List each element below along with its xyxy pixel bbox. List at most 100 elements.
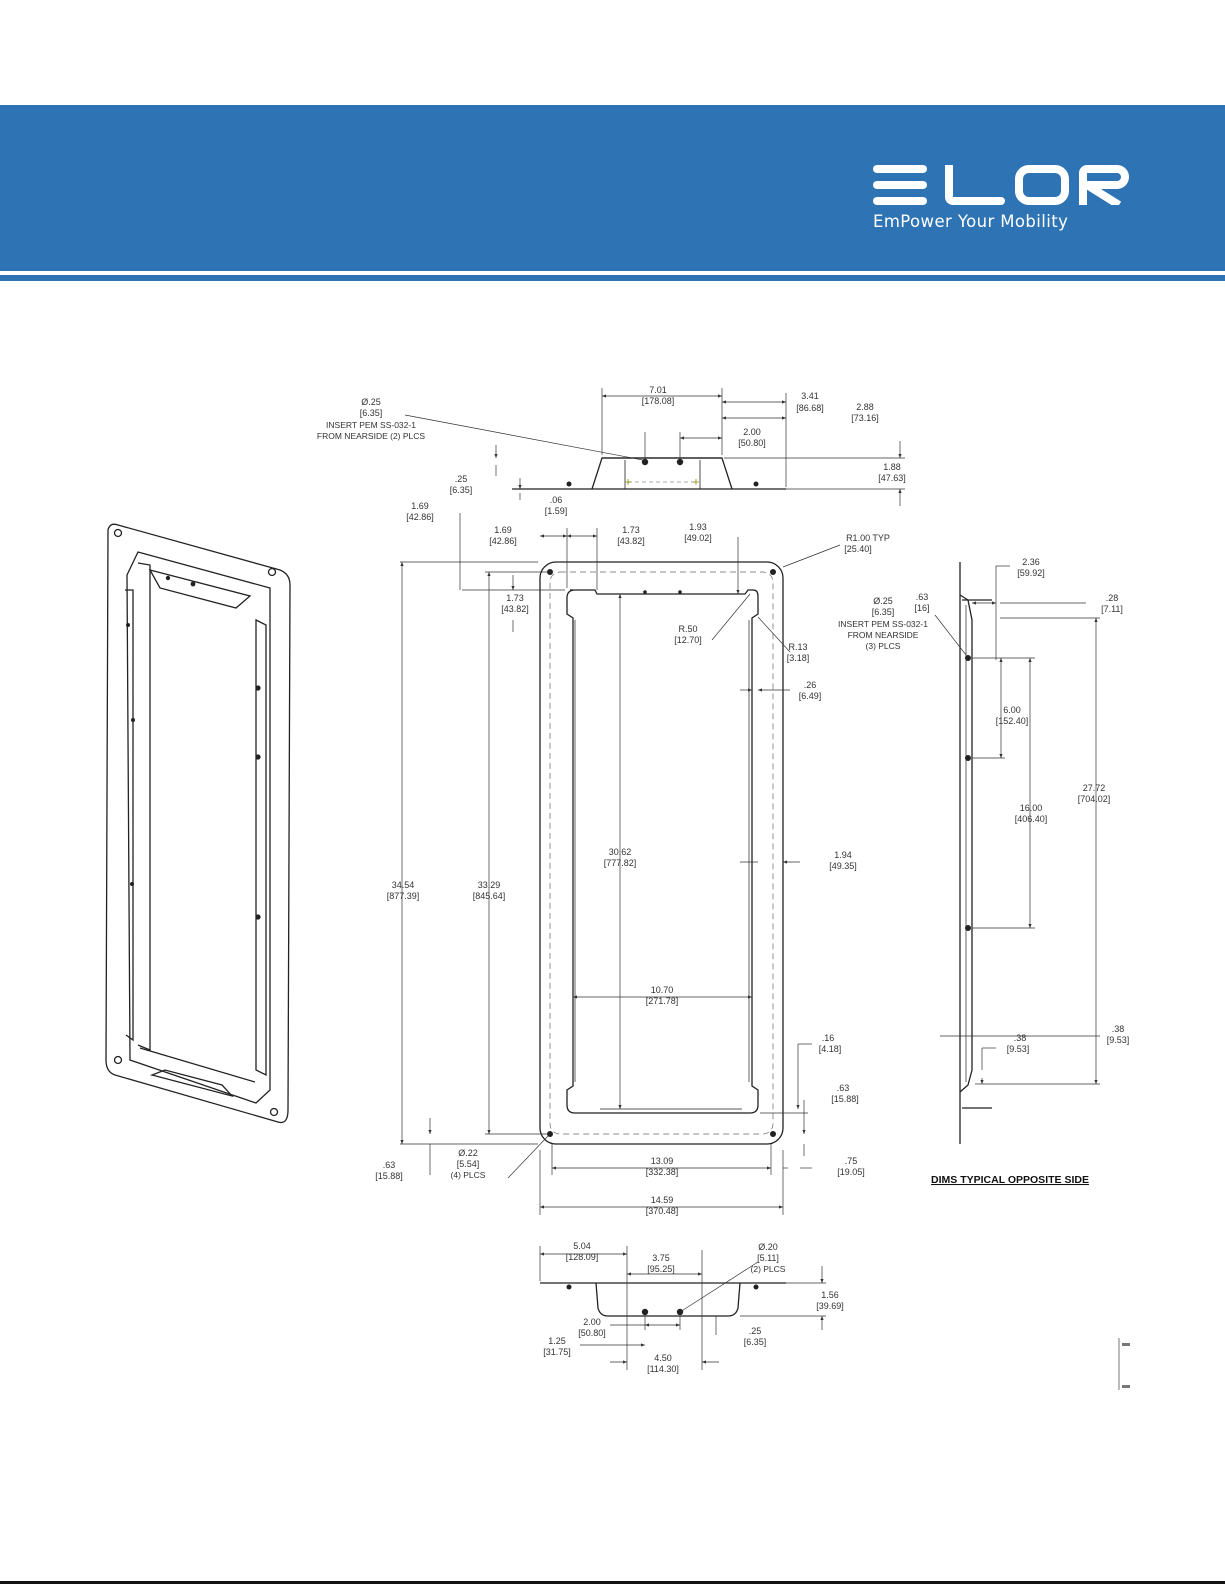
note-front-hole: (4) PLCS [451,1170,486,1180]
brand-tagline: EmPower Your Mobility [873,212,1069,231]
dim-front-r13: R.13 [788,642,807,652]
dim-top-006-mm: [1.59] [545,506,568,516]
dim-front-173b: 1.73 [506,593,524,603]
dim-front-r50: R.50 [678,624,697,634]
elora-logo-icon [873,165,1129,205]
dim-side-063: .63 [916,592,929,602]
dim-side-038b-mm: [9.53] [1107,1035,1130,1045]
dim-side-2772: 27.72 [1083,783,1106,793]
dim-front-173b-mm: [43.82] [501,604,529,614]
dim-bottom-156: 1.56 [821,1290,839,1300]
note-side-insert: INSERT PEM SS-032-1 [838,619,928,629]
dim-top-006: .06 [550,495,563,505]
dim-front-169b: 1.69 [494,525,512,535]
dim-front-063l-mm: [15.88] [375,1171,403,1181]
dim-top-025: .25 [455,474,468,484]
dim-front-169b-mm: [42.86] [489,536,517,546]
dim-top-hole: Ø.25 [361,397,381,407]
dim-bottom-hole: Ø.20 [758,1242,778,1252]
dim-front-1309-mm: [332.38] [646,1167,679,1177]
dim-front-063r-mm: [15.88] [831,1094,859,1104]
header-stripe [0,275,1225,281]
dim-bottom-504-mm: [128.09] [566,1252,599,1262]
dim-front-3454-mm: [877.39] [387,891,420,901]
dim-bottom-025-mm: [6.35] [744,1337,767,1347]
dim-bottom-125-mm: [31.75] [543,1347,571,1357]
dim-top-200: 2.00 [743,427,761,437]
dim-front-1070-mm: [271.78] [646,996,679,1006]
dim-top-701-mm: [178.08] [642,396,675,406]
dim-side-236-mm: [59.92] [1017,568,1045,578]
dim-bottom-156-mm: [39.69] [816,1301,844,1311]
dim-side-236: 2.36 [1022,557,1040,567]
dim-front-173a: 1.73 [622,525,640,535]
dim-bottom-450: 4.50 [654,1353,672,1363]
dim-front-1070: 10.70 [651,985,674,995]
dim-top-188: 1.88 [883,462,901,472]
dim-bottom-375-mm: [95.25] [647,1264,675,1274]
side-view-caption: DIMS TYPICAL OPPOSITE SIDE [931,1174,1089,1186]
note-side-plcs: (3) PLCS [866,641,901,651]
dim-top-341: 3.41 [801,391,819,401]
dim-top-701: 7.01 [649,385,667,395]
dim-front-193-mm: [49.02] [684,533,712,543]
dim-top-025-mm: [6.35] [450,485,473,495]
dim-bottom-504: 5.04 [573,1241,591,1251]
dim-side-600-mm: [152.40] [996,716,1029,726]
dim-bottom-450-mm: [114.30] [647,1364,679,1374]
dim-top-288: 2.88 [856,402,874,412]
dim-bottom-125: 1.25 [548,1336,566,1346]
dim-bottom-hole-mm: [5.11] [757,1253,779,1263]
dim-side-063-mm: [16] [914,603,929,613]
dim-front-3329-mm: [845.64] [473,891,506,901]
dim-front-016-mm: [4.18] [819,1044,842,1054]
top-view [512,457,786,490]
dim-side-038a-mm: [9.53] [1007,1044,1030,1054]
note-side-nearside: FROM NEARSIDE [848,630,919,640]
dim-bottom-200: 2.00 [583,1317,601,1327]
dim-top-200-mm: [50.80] [738,438,766,448]
dim-front-1459-mm: [370.48] [646,1206,679,1216]
front-view [539,561,784,1145]
dim-front-1459: 14.59 [651,1195,674,1205]
dim-front-063r: .63 [837,1083,850,1093]
dim-side-hole: Ø.25 [873,596,893,606]
dim-side-hole-mm: [6.35] [872,607,895,617]
dim-front-r100: R1.00 TYP [846,533,890,543]
dim-front-169a-mm: [42.86] [406,512,434,522]
dim-front-hole-mm: [5.54] [457,1159,480,1169]
top-view-dimensions [404,388,905,506]
note-top-insert: INSERT PEM SS-032-1 [326,420,416,430]
dimension-labels: Ø.25 [6.35] INSERT PEM SS-032-1 FROM NEA… [317,385,1129,1374]
side-view-dimensions [934,565,1100,1085]
dim-bottom-375: 3.75 [652,1253,670,1263]
note-bottom-hole: (2) PLCS [751,1264,786,1274]
footer-rule [0,1581,1225,1584]
side-view [959,562,992,1144]
dim-side-2772-mm: [704.02] [1078,794,1111,804]
brand-logo: EmPower Your Mobility [873,165,1143,231]
title-block-fragment [1118,1338,1130,1390]
front-view-dimensions [400,513,841,1215]
dim-bottom-025: .25 [749,1326,762,1336]
dim-front-1309: 13.09 [651,1156,674,1166]
dim-side-038b: .38 [1112,1024,1125,1034]
dim-bottom-200-mm: [50.80] [578,1328,606,1338]
dim-front-075: .75 [845,1156,858,1166]
dim-top-341-mm: [86.68] [796,403,824,413]
dim-front-016: .16 [822,1033,835,1043]
dim-front-169a: 1.69 [411,501,429,511]
bottom-view-dimensions [539,1246,826,1370]
dim-front-hole: Ø.22 [458,1148,478,1158]
dim-front-194: 1.94 [834,850,852,860]
dim-front-193: 1.93 [689,522,707,532]
dim-top-288-mm: [73.16] [851,413,879,423]
dim-side-028: .28 [1106,593,1119,603]
dim-side-1600-mm: [406.40] [1015,814,1048,824]
dim-front-r50-mm: [12.70] [674,635,702,645]
dim-front-3062-mm: [777.82] [604,858,637,868]
isometric-view [105,523,291,1124]
note-top-nearside: FROM NEARSIDE (2) PLCS [317,431,425,441]
dim-top-hole-mm: [6.35] [360,408,383,418]
dim-front-194-mm: [49.35] [829,861,857,871]
